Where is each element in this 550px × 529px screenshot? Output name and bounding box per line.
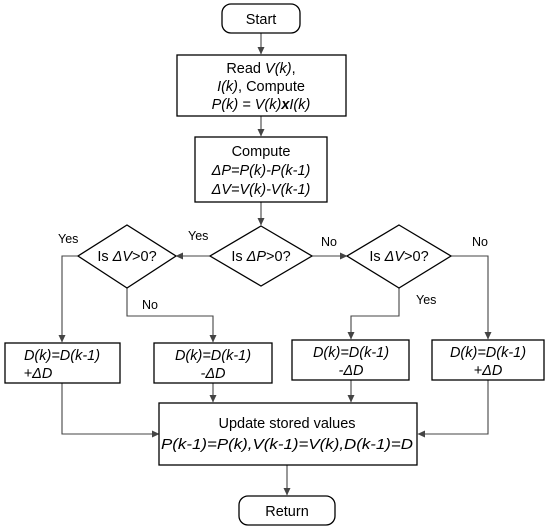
- decision-delta-v-left: Is ΔV>0?: [76, 224, 178, 289]
- duty-box-2-line-2: -ΔD: [200, 366, 225, 382]
- decision-delta-v-right-label: Is ΔV>0?: [369, 249, 428, 265]
- duty-box-1-line-1: D(k)=D(k-1): [24, 348, 100, 364]
- duty-box-3-line-1: D(k)=D(k-1): [313, 345, 389, 361]
- return-label: Return: [265, 504, 309, 520]
- duty-box-4-line-1: D(k)=D(k-1): [450, 345, 526, 361]
- update-formula: P(k-1)=P(k),V(k-1)=V(k),D(k-1)=D: [161, 437, 413, 453]
- update-values-box: Update stored values P(k-1)=P(k),V(k-1)=…: [158, 402, 418, 466]
- arrow-left-yes-to-box1: [58, 255, 78, 343]
- arrow-left-no-to-box2: [126, 288, 217, 343]
- duty-box-2-line-1: D(k)=D(k-1): [175, 348, 251, 364]
- update-title: Update stored values: [218, 416, 355, 432]
- compute-delta-p: ΔP=P(k)-P(k-1): [211, 163, 311, 179]
- read-line-1: Read V(k),: [226, 61, 295, 77]
- decision-delta-p: Is ΔP>0?: [208, 225, 314, 287]
- decision-delta-v-left-label: Is ΔV>0?: [97, 249, 156, 265]
- arrow-box4-to-update: [417, 380, 489, 438]
- return-terminator: Return: [238, 495, 336, 526]
- left-yes-label: Yes: [58, 232, 78, 246]
- center-yes-label: Yes: [188, 229, 208, 243]
- duty-box-increase-left: D(k)=D(k-1) +ΔD: [4, 342, 121, 384]
- left-no-label: No: [142, 298, 158, 312]
- decision-delta-v-right: Is ΔV>0?: [345, 224, 453, 289]
- compute-delta-v: ΔV=V(k)-V(k-1): [211, 182, 311, 198]
- right-no-label: No: [472, 235, 488, 249]
- decision-delta-p-label: Is ΔP>0?: [231, 249, 290, 265]
- start-label: Start: [246, 12, 277, 28]
- arrow-box1-to-update: [61, 383, 160, 438]
- branch-labels: Yes No Yes No Yes No: [58, 229, 488, 312]
- compute-process-box: Compute ΔP=P(k)-P(k-1) ΔV=V(k)-V(k-1): [194, 136, 328, 203]
- read-process-box: Read V(k), I(k), Compute P(k) = V(k)xI(k…: [176, 54, 347, 117]
- arrow-right-yes-to-box3: [347, 288, 400, 340]
- read-line-3: P(k) = V(k)xI(k): [212, 97, 311, 113]
- read-line-2: I(k), Compute: [217, 79, 305, 95]
- center-no-label: No: [321, 235, 337, 249]
- duty-box-increase-right: D(k)=D(k-1) +ΔD: [431, 339, 545, 381]
- arrow-right-no-to-box4: [451, 255, 492, 340]
- connectors: [58, 33, 492, 496]
- duty-box-decrease-right: D(k)=D(k-1) -ΔD: [291, 339, 410, 381]
- duty-box-3-line-2: -ΔD: [338, 363, 363, 379]
- start-terminator: Start: [221, 3, 301, 34]
- right-yes-label: Yes: [416, 293, 436, 307]
- compute-title: Compute: [232, 144, 291, 160]
- duty-box-1-line-2: +ΔD: [24, 366, 53, 382]
- duty-box-decrease-left: D(k)=D(k-1) -ΔD: [153, 342, 273, 384]
- duty-box-4-line-2: +ΔD: [474, 363, 503, 379]
